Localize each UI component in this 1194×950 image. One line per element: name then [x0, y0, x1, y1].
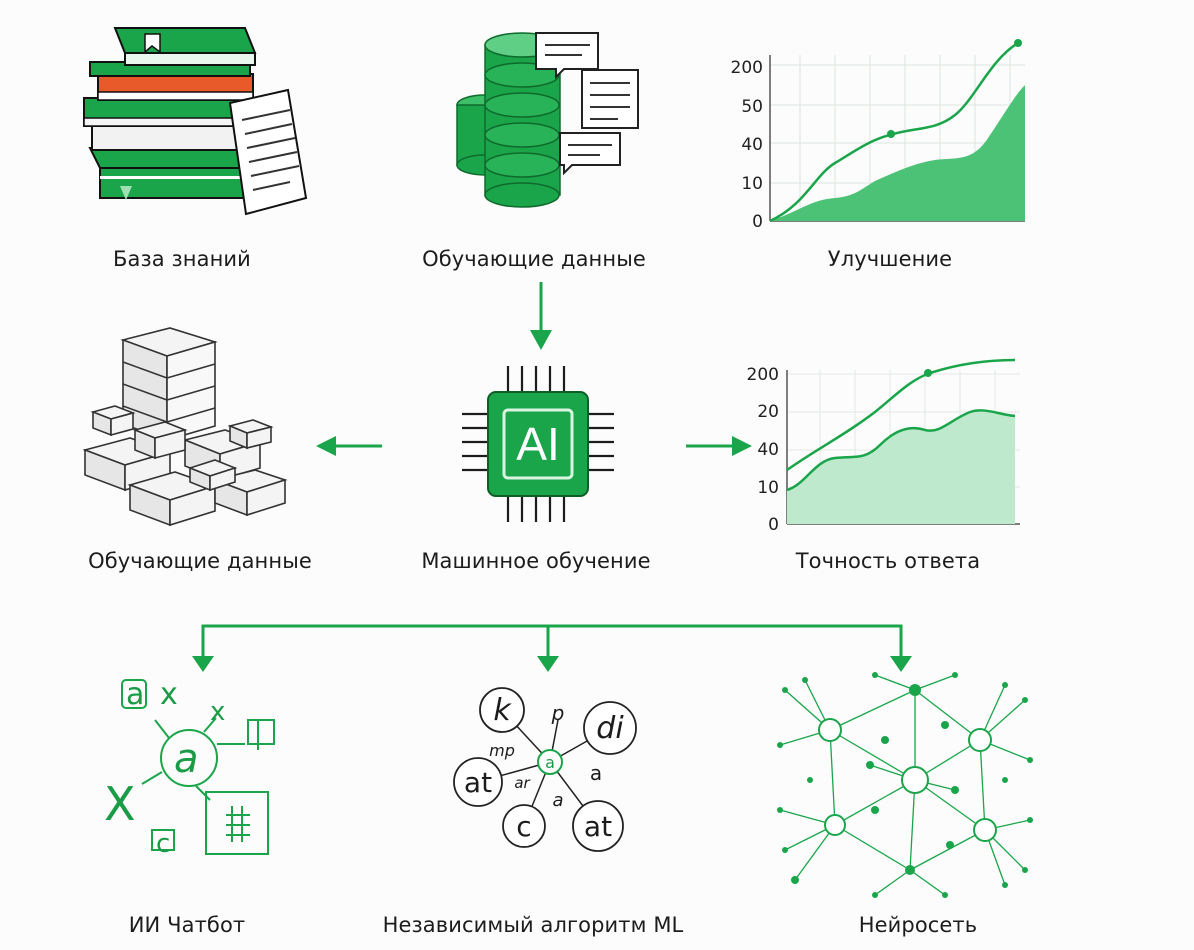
algo-glyph-di: di	[596, 711, 624, 746]
chatbot-glyph-big-x: X	[104, 777, 136, 831]
books-stack-icon	[83, 27, 308, 216]
arrow-down-icon	[530, 282, 552, 350]
letter-graph-icon: k di at c at p mp a ar a a	[453, 687, 637, 852]
algo-glyph-p: p	[551, 701, 565, 725]
answer-accuracy-label: Точность ответа	[795, 549, 981, 573]
improvement-y-tick: 200	[731, 58, 763, 78]
accuracy-y-tick: 40	[757, 440, 779, 460]
chatbot-glyph-a: a	[126, 677, 144, 712]
knowledge-base-label: База знаний	[113, 247, 251, 271]
database-chat-icon	[456, 32, 639, 208]
growth-chart-icon: 200 50 40 10 0	[731, 39, 1025, 232]
chatbot-glyph-center-a: a	[174, 736, 199, 782]
improvement-y-tick: 10	[741, 174, 763, 194]
neural-net-label: Нейросеть	[858, 913, 978, 937]
neural-network-icon	[777, 672, 1033, 898]
ai-chip-icon: AI	[462, 366, 614, 522]
algo-glyph-mp: mp	[489, 741, 515, 760]
algo-glyph-at: at	[464, 766, 492, 799]
algo-glyph-at: at	[584, 810, 612, 843]
ml-algorithm-label: Независимый алгоритм ML	[382, 913, 684, 937]
algo-glyph-a: a	[552, 790, 563, 811]
algo-glyph-k: k	[493, 693, 512, 728]
accuracy-y-tick: 20	[757, 402, 779, 422]
arrow-left-icon	[316, 436, 382, 456]
chip-ai-text: AI	[516, 418, 559, 470]
cubes-stack-icon	[82, 327, 288, 527]
machine-learning-label: Машинное обучение	[421, 549, 651, 573]
algo-glyph-c: c	[516, 810, 531, 843]
improvement-y-tick: 50	[741, 97, 763, 117]
training-data-top-label: Обучающие данные	[422, 247, 646, 271]
training-data-left-label: Обучающие данные	[88, 549, 312, 573]
accuracy-y-tick: 0	[768, 515, 779, 535]
arrow-right-icon	[686, 436, 752, 456]
branch-connector	[192, 624, 912, 672]
ai-chatbot-label: ИИ Чатбот	[128, 913, 246, 937]
improvement-label: Улучшение	[827, 247, 953, 271]
chatbot-symbols-icon: a x x a X c	[104, 677, 275, 859]
chatbot-glyph-x: x	[210, 697, 225, 727]
improvement-y-tick: 40	[741, 135, 763, 155]
algo-glyph-center: a	[545, 753, 555, 772]
algo-glyph-ar: ar	[514, 774, 530, 792]
accuracy-y-tick: 10	[757, 478, 779, 498]
improvement-y-tick: 0	[752, 212, 763, 232]
accuracy-y-tick: 200	[747, 365, 779, 385]
chatbot-glyph-x: x	[160, 677, 178, 712]
chatbot-glyph-c: c	[156, 829, 170, 859]
algo-glyph-a: a	[590, 761, 602, 785]
accuracy-chart-icon: 200 20 40 10 0	[747, 358, 1020, 535]
